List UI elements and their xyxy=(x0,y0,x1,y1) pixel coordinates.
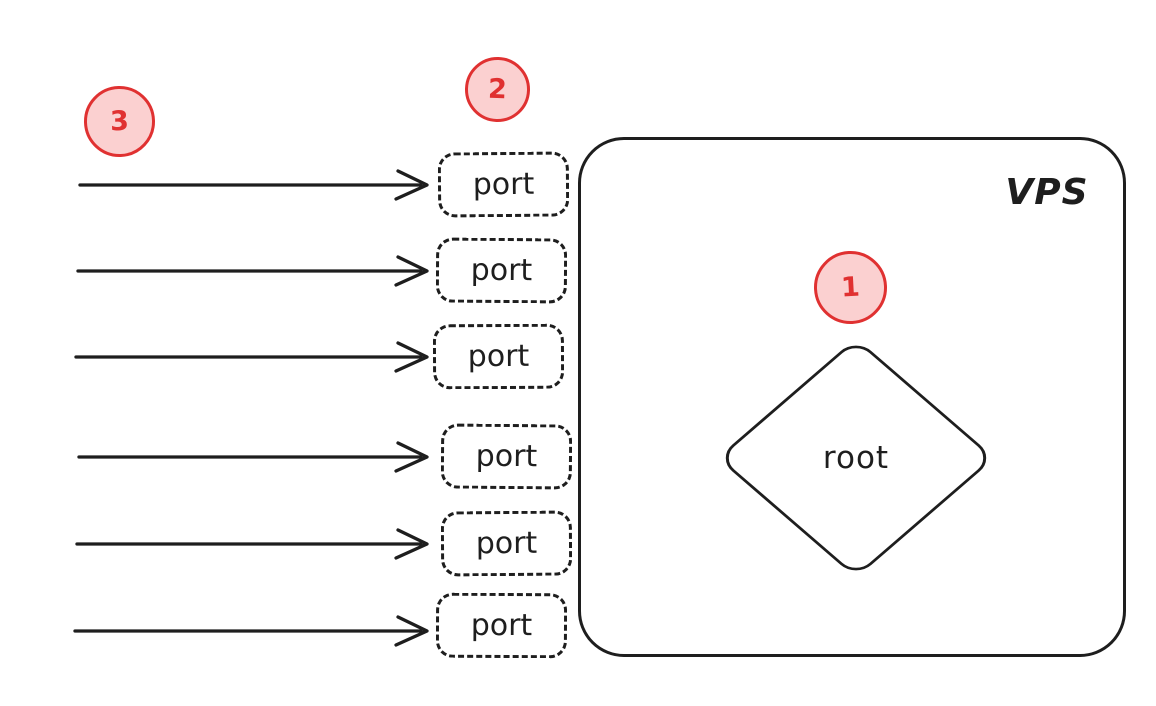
badge-3-number: 3 xyxy=(109,105,130,138)
badge-2: 2 xyxy=(463,55,532,124)
port-6-label: port xyxy=(470,607,533,644)
port-2-label: port xyxy=(470,252,533,289)
port-box-4: port xyxy=(440,423,573,490)
arrow-3 xyxy=(74,341,429,373)
badge-3: 3 xyxy=(82,84,157,159)
badge-1-number: 1 xyxy=(840,271,861,304)
port-box-1: port xyxy=(437,151,570,218)
vps-label: VPS xyxy=(1005,172,1089,213)
port-box-6: port xyxy=(435,592,568,659)
vps-box xyxy=(578,137,1126,657)
port-box-3: port xyxy=(432,323,565,390)
port-3-label: port xyxy=(467,338,530,375)
port-5-label: port xyxy=(475,525,538,562)
arrow-1 xyxy=(78,169,429,201)
port-4-label: port xyxy=(475,438,538,475)
badge-2-number: 2 xyxy=(487,73,508,106)
arrow-5 xyxy=(75,528,429,560)
arrow-2 xyxy=(76,255,429,287)
port-1-label: port xyxy=(472,166,535,203)
port-box-2: port xyxy=(435,237,568,304)
arrow-6 xyxy=(73,615,429,647)
root-label: root xyxy=(822,440,890,476)
port-box-5: port xyxy=(440,510,573,577)
arrow-4 xyxy=(77,441,429,473)
